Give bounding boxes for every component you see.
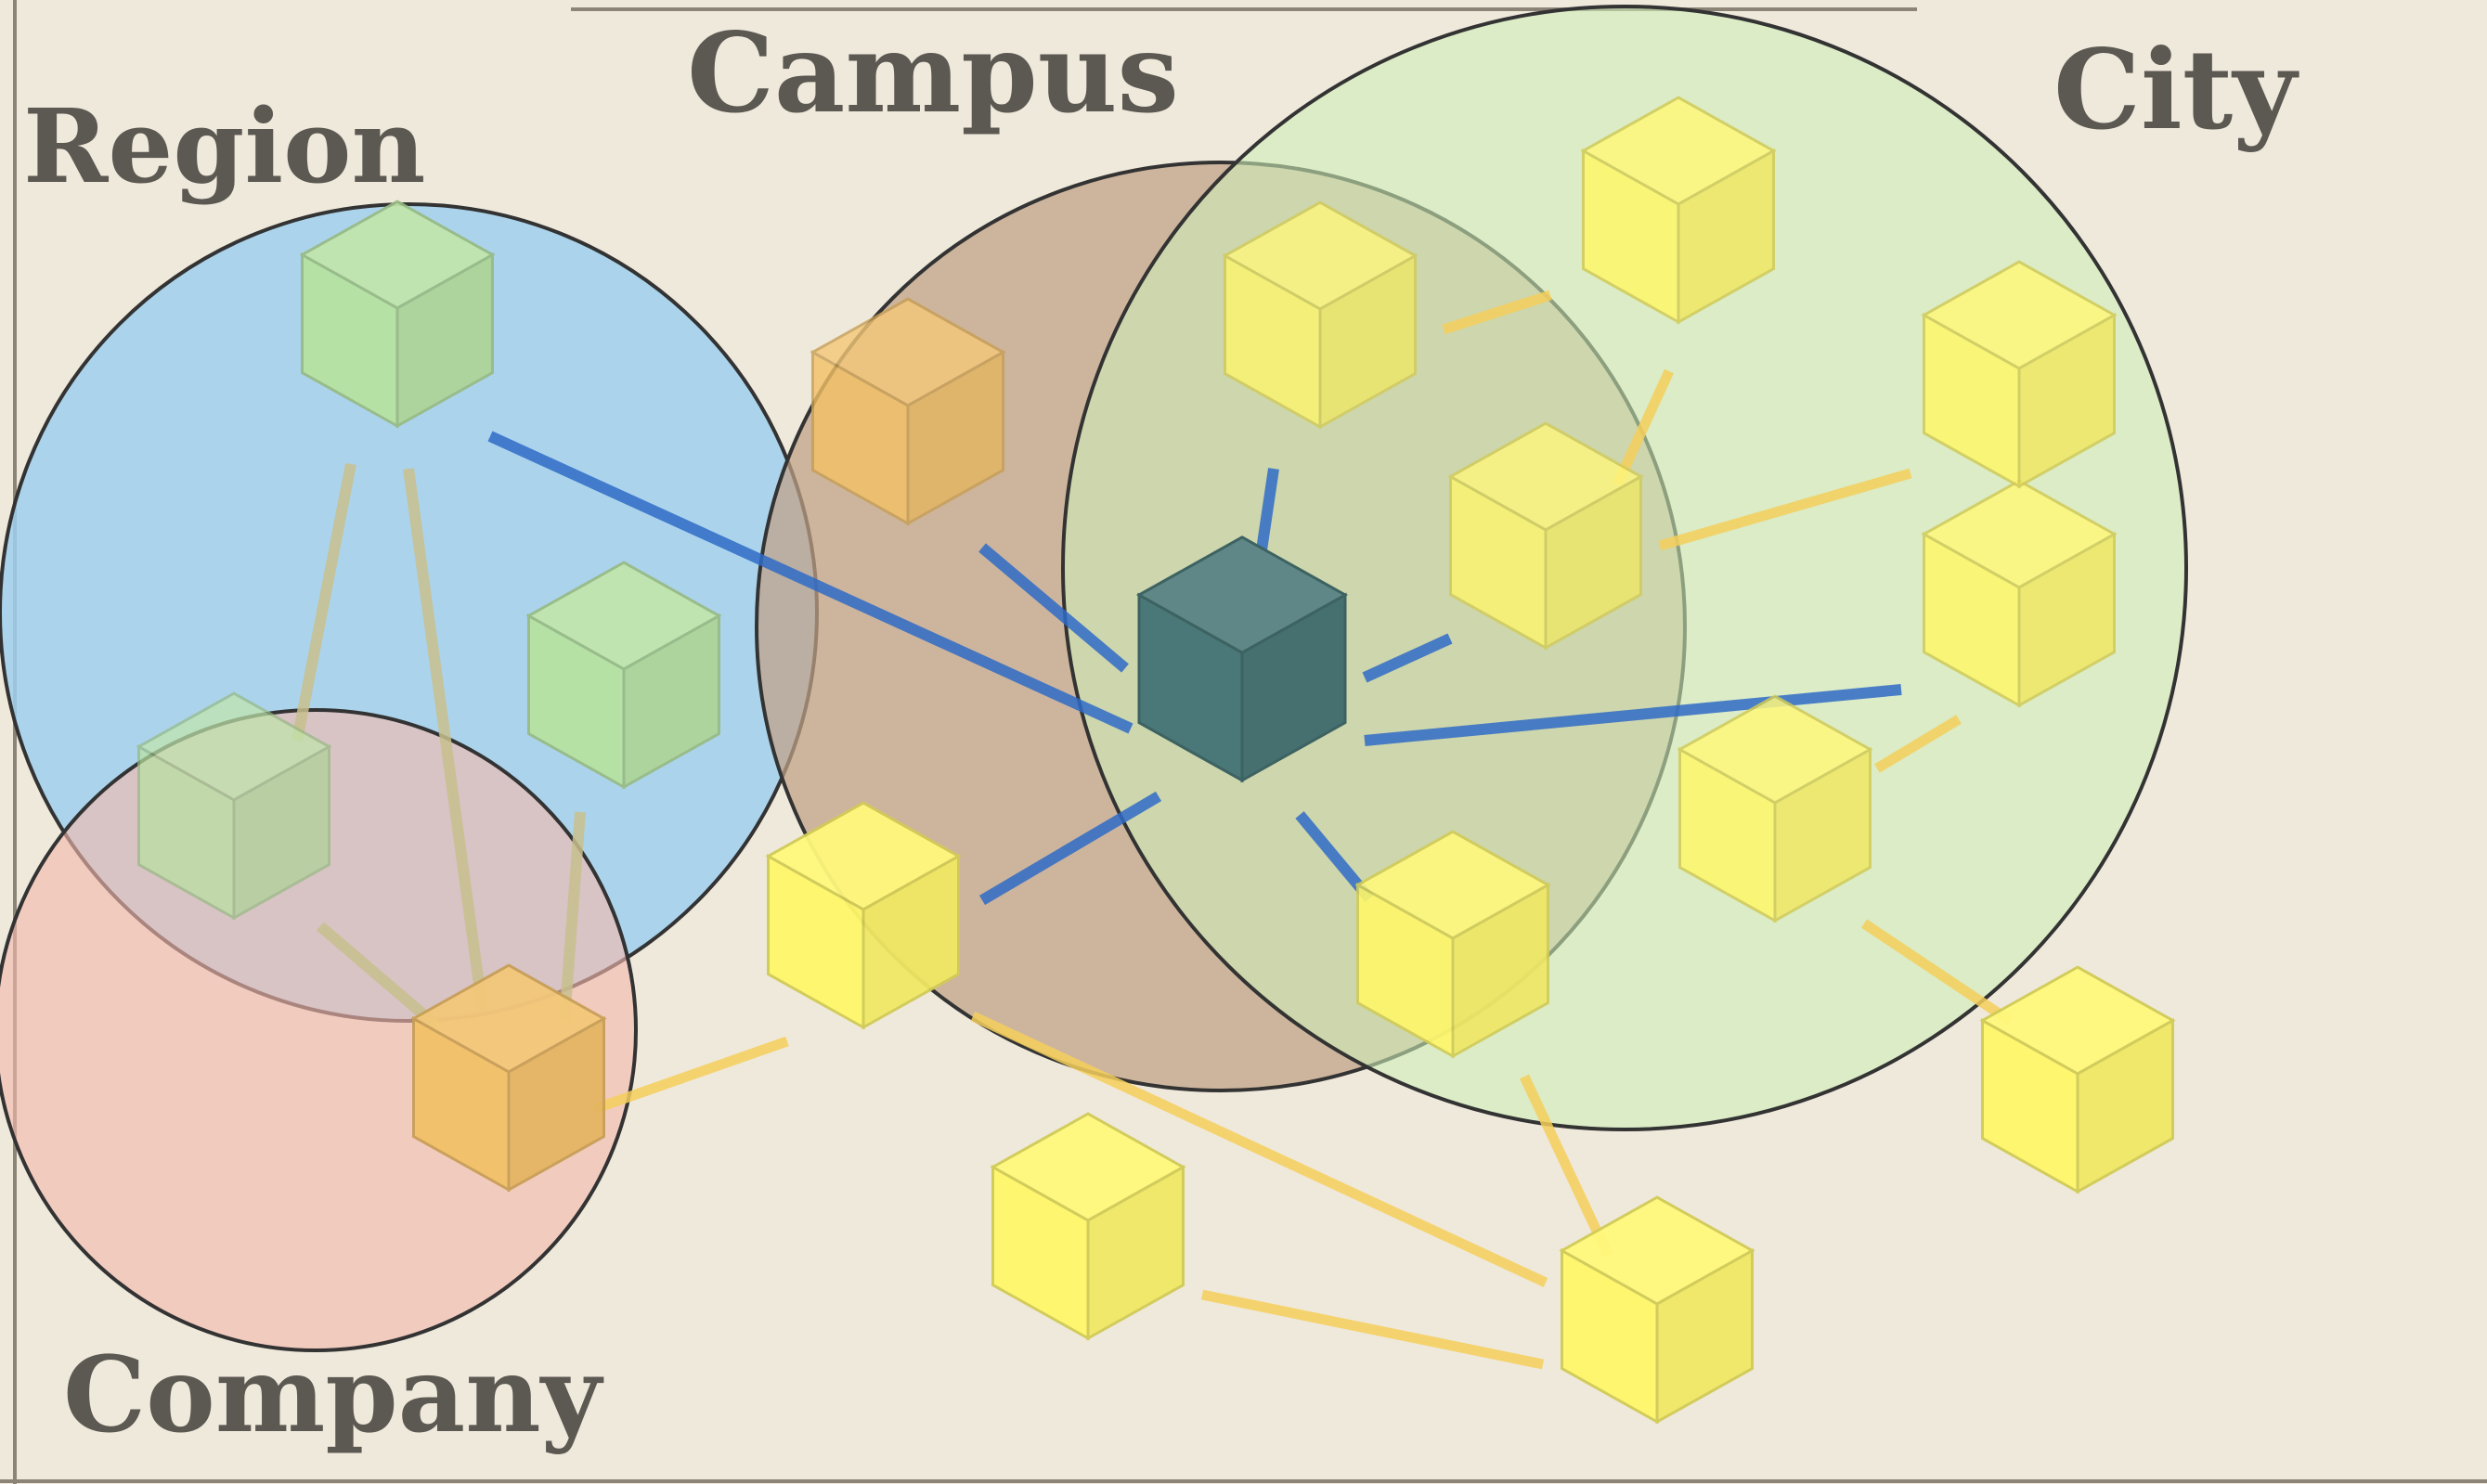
- link-line: [1658, 468, 1912, 551]
- zone-label-company: Company: [63, 1335, 602, 1456]
- link-line: [559, 811, 586, 1022]
- link-line: [1613, 368, 1674, 487]
- link-line: [592, 1036, 789, 1115]
- zone-label-city: City: [2053, 25, 2297, 154]
- link-line: [1874, 715, 1962, 773]
- link-line: [1362, 633, 1453, 683]
- link-line: [1860, 919, 2014, 1026]
- cube-yellow: [1447, 421, 1644, 651]
- link-line: [978, 791, 1162, 906]
- zone-label-region: Region: [23, 86, 426, 206]
- cube-yellow: [990, 1112, 1186, 1341]
- cube-yellow: [1979, 965, 2176, 1194]
- frame-top-border: [571, 7, 1917, 11]
- link-line: [317, 922, 440, 1030]
- cube-yellow: [1222, 200, 1418, 430]
- cube-yellow: [1921, 260, 2118, 489]
- cube-orange: [410, 963, 607, 1193]
- cube-green: [136, 691, 332, 921]
- link-line: [1200, 1289, 1545, 1370]
- link-line: [403, 468, 488, 1013]
- link-line: [487, 431, 1133, 734]
- frame-left-border: [13, 0, 17, 1484]
- cube-hub: [1135, 536, 1349, 783]
- cube-yellow: [1559, 1195, 1755, 1425]
- link-line: [291, 462, 356, 742]
- cube-yellow: [1580, 96, 1777, 325]
- cube-orange: [810, 297, 1006, 526]
- cube-green: [299, 200, 496, 429]
- link-line: [978, 543, 1129, 673]
- cube-green: [525, 561, 722, 790]
- link-line: [1520, 1074, 1613, 1258]
- cube-yellow: [1354, 830, 1551, 1059]
- frame-bottom-border: [0, 1479, 2487, 1483]
- cube-yellow: [765, 801, 962, 1030]
- link-line: [970, 1012, 1548, 1287]
- link-line: [1442, 290, 1552, 335]
- cube-yellow: [1921, 479, 2118, 708]
- link-line: [1364, 684, 1902, 746]
- cube-yellow: [1677, 694, 1873, 923]
- zone-label-campus: Campus: [687, 8, 1179, 137]
